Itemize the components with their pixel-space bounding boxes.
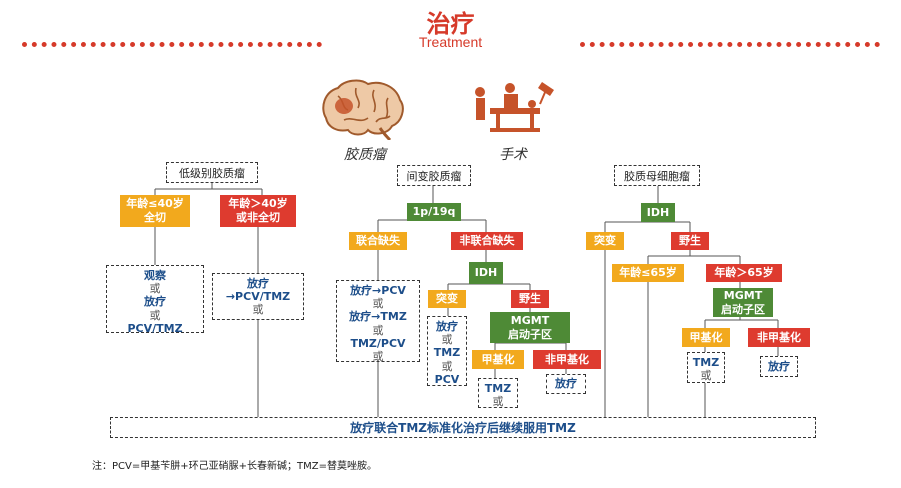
mgmt-line2: 启动子区 xyxy=(508,327,552,341)
low-grade-outcome-b: 放疗 →PCV/TMZ 或 xyxy=(212,273,304,320)
outcome-line: PCV xyxy=(434,372,460,386)
outcome-or: 或 xyxy=(372,349,384,363)
outcome-line: 放疗→PCV xyxy=(350,284,406,297)
gbm-unmethylated-box: 非甲基化 xyxy=(748,328,810,347)
outcome-or: 或 xyxy=(700,369,712,383)
outcome-line: 放疗 xyxy=(768,360,790,373)
age-gt-40-box: 年龄＞40岁 或非全切 xyxy=(220,195,296,227)
methylated-outcome: TMZ 或 xyxy=(478,378,518,408)
age-gt-40-line2: 或非全切 xyxy=(236,211,280,224)
mgmt-line1: MGMT xyxy=(510,313,550,327)
outcome-line: PCV/TMZ xyxy=(127,321,183,335)
brain-icon xyxy=(318,78,406,142)
codeletion-outcome: 放疗→PCV 或 放疗→TMZ 或 TMZ/PCV 或 xyxy=(336,280,420,363)
outcome-line: →PCV/TMZ xyxy=(225,290,291,304)
footnote: 注：PCV=甲基苄肼+环己亚硝脲+长春新碱；TMZ=替莫唑胺。 xyxy=(92,461,377,472)
gbm-idh-box: IDH xyxy=(641,203,675,222)
gbm-mgmt-line2: 启动子区 xyxy=(721,302,765,316)
page-subtitle: Treatment xyxy=(418,34,483,50)
outcome-line: TMZ/PCV xyxy=(350,336,406,350)
outcome-or: 或 xyxy=(149,308,161,322)
outcome-or: 或 xyxy=(252,303,264,317)
gbm-mgmt-box: MGMT 启动子区 xyxy=(713,288,773,317)
outcome-line: 放疗 xyxy=(555,377,577,390)
standard-treatment-bar: 放疗联合TMZ标准化治疗后继续服用TMZ xyxy=(110,417,816,438)
gbm-mgmt-line1: MGMT xyxy=(723,288,763,302)
idh-wildtype-box: 野生 xyxy=(511,290,549,308)
gbm-methylated-box: 甲基化 xyxy=(682,328,730,347)
gbm-mutant-box: 突变 xyxy=(586,232,624,250)
age-gt-40-line1: 年龄＞40岁 xyxy=(228,197,288,211)
low-grade-glioma-header: 低级别胶质瘤 xyxy=(166,162,258,183)
page-title: 治疗 xyxy=(426,9,475,38)
divider-right xyxy=(580,42,880,47)
glioblastoma-header: 胶质母细胞瘤 xyxy=(614,165,700,186)
1p19q-box: 1p/19q xyxy=(407,203,461,221)
brain-caption: 胶质瘤 xyxy=(344,147,386,163)
outcome-line: TMZ xyxy=(692,356,720,369)
surgery-icon xyxy=(470,78,560,136)
outcome-or: 或 xyxy=(492,395,504,409)
gbm-wildtype-box: 野生 xyxy=(671,232,709,250)
age-le-65-box: 年龄≤65岁 xyxy=(612,264,684,282)
idh-mutant-outcome: 放疗 或 TMZ 或 PCV xyxy=(427,316,467,386)
gbm-unmethylated-outcome: 放疗 xyxy=(760,356,798,377)
unmethylated-outcome: 放疗 xyxy=(546,374,586,394)
mgmt-box: MGMT 启动子区 xyxy=(490,312,570,343)
outcome-or: 或 xyxy=(441,359,453,373)
age-le-40-box: 年龄≤40岁 全切 xyxy=(120,195,190,227)
anaplastic-glioma-header: 间变胶质瘤 xyxy=(397,165,471,186)
outcome-line: TMZ xyxy=(484,382,512,395)
outcome-line: 放疗→TMZ xyxy=(349,310,407,324)
outcome-line: 观察 xyxy=(144,269,166,282)
surgery-caption: 手术 xyxy=(499,147,527,163)
outcome-or: 或 xyxy=(372,323,384,337)
low-grade-outcome-a: 观察 或 放疗 或 PCV/TMZ xyxy=(106,265,204,335)
idh-mutant-box: 突变 xyxy=(428,290,466,308)
non-codeletion-box: 非联合缺失 xyxy=(451,232,523,250)
outcome-or: 或 xyxy=(441,333,453,347)
methylated-box: 甲基化 xyxy=(472,350,524,369)
unmethylated-box: 非甲基化 xyxy=(533,350,601,369)
outcome-line: 放疗 xyxy=(144,295,166,309)
outcome-line: TMZ xyxy=(433,346,461,360)
age-gt-65-box: 年龄＞65岁 xyxy=(706,264,782,282)
age-le-40-line1: 年龄≤40岁 xyxy=(126,197,184,211)
idh-box: IDH xyxy=(469,262,503,284)
divider-left xyxy=(22,42,322,47)
outcome-line: 放疗 xyxy=(247,277,269,290)
gbm-methylated-outcome: TMZ 或 xyxy=(687,352,725,383)
outcome-or: 或 xyxy=(372,297,384,311)
outcome-line: 放疗 xyxy=(436,320,458,333)
codeletion-box: 联合缺失 xyxy=(349,232,407,250)
age-le-40-line2: 全切 xyxy=(144,211,166,224)
outcome-or: 或 xyxy=(149,282,161,296)
